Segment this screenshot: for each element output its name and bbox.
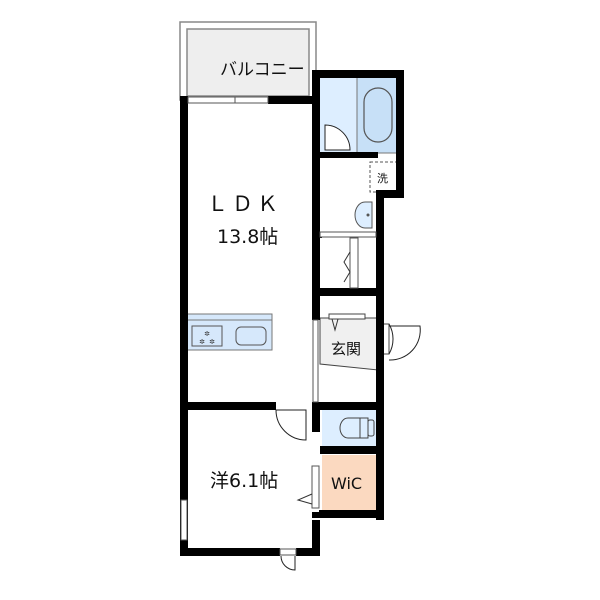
svg-text:✲: ✲ <box>199 338 205 346</box>
laundry-label: 洗 <box>377 172 388 185</box>
folding-door-icon <box>343 251 351 283</box>
wic-label: WiC <box>331 474 363 493</box>
washroom <box>322 160 399 232</box>
wic <box>322 455 378 513</box>
balcony-label: バルコニー <box>220 60 305 80</box>
bedroom-door-icon[interactable] <box>275 409 307 441</box>
kitchen-counter: ✲ ✲ ✲ <box>186 313 273 351</box>
bathtub-icon <box>363 87 393 143</box>
ldk-label: ＬＤＫ <box>207 192 282 216</box>
stove-icon <box>191 325 223 347</box>
door-swing-icon <box>324 124 351 151</box>
balcony <box>179 21 317 101</box>
svg-text:✲: ✲ <box>204 330 210 338</box>
entrance-label: 玄関 <box>331 340 362 358</box>
toilet-room <box>322 407 378 447</box>
ldk-size: 13.8帖 <box>217 226 279 248</box>
svg-text:✲: ✲ <box>209 338 215 346</box>
kitchen-sink-icon <box>235 326 267 346</box>
sink-icon <box>354 201 373 229</box>
walls <box>180 70 404 556</box>
bathroom <box>320 75 399 154</box>
entrance-door-icon <box>388 325 421 361</box>
windows <box>180 96 377 541</box>
western-room-label: 洋6.1帖 <box>210 470 279 492</box>
toilet-icon <box>339 417 361 439</box>
